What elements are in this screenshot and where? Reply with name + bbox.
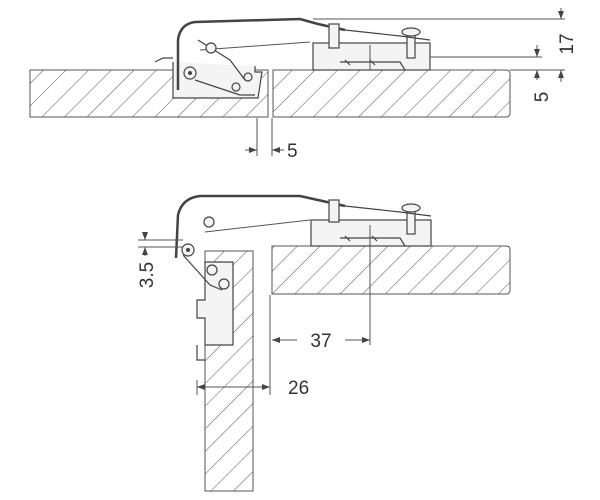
top-view: 17 5 5	[29, 8, 578, 162]
dim-label-3-5: 3.5	[137, 262, 158, 288]
hinge-arm	[176, 17, 346, 90]
cabinet-panel	[272, 69, 511, 118]
hinge-arm	[174, 194, 346, 259]
dim-label-37: 37	[310, 331, 331, 352]
top-panel	[271, 245, 511, 295]
dim-label-5-vertical: 5	[532, 92, 553, 103]
dim-label-17: 17	[557, 33, 578, 54]
dim-label-5-gap: 5	[287, 141, 298, 162]
dim-label-26: 26	[288, 378, 309, 399]
bottom-view: 3.5 37 26	[137, 194, 511, 492]
